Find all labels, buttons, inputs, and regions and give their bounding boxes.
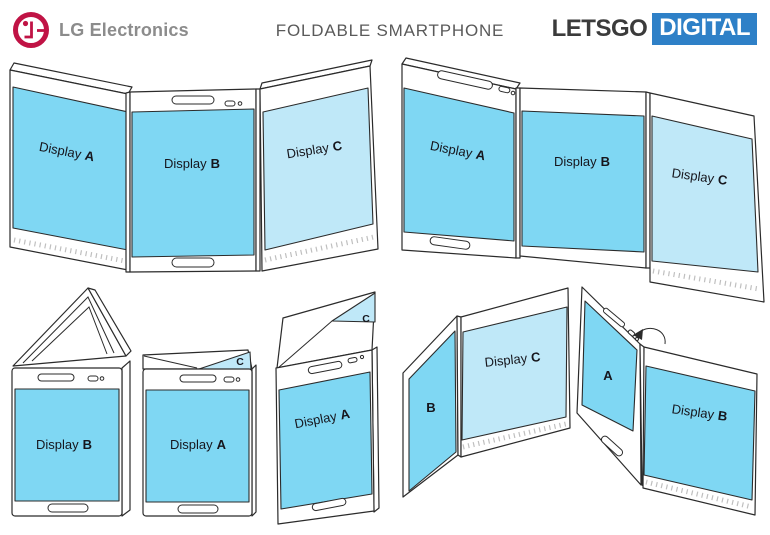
label-display-a: A — [603, 368, 613, 383]
bezel-hatching — [652, 268, 760, 292]
display-a-screen — [581, 300, 638, 432]
tent-fold — [12, 287, 132, 367]
display-a-screen — [278, 371, 373, 510]
display-c-screen — [262, 87, 374, 251]
lg-face-icon — [13, 12, 49, 48]
display-b-screen — [14, 388, 120, 502]
camera-icon — [223, 376, 241, 383]
display-b-screen — [131, 108, 255, 258]
speaker-slot-icon — [437, 70, 493, 90]
letsgo-wordmark: LETSGO — [551, 15, 648, 42]
page-title: FOLDABLE SMARTPHONE — [275, 21, 505, 40]
camera-icon — [498, 85, 516, 96]
fold-arrow-icon — [633, 328, 666, 345]
home-button-icon — [429, 236, 471, 250]
home-button-icon — [171, 257, 215, 268]
display-a-screen — [12, 86, 129, 251]
speaker-slot-icon — [179, 374, 217, 383]
home-button-icon — [47, 503, 89, 513]
display-a-screen — [403, 87, 515, 242]
bezel-hatching — [13, 237, 126, 264]
lg-logo: LG Electronics — [12, 11, 189, 49]
home-button-icon — [311, 497, 347, 512]
display-c-screen — [651, 115, 759, 273]
camera-icon — [87, 375, 105, 382]
phone-side-face — [251, 364, 257, 517]
speaker-slot-icon — [307, 360, 343, 375]
speaker-slot-icon — [37, 373, 75, 382]
display-b-screen — [643, 365, 756, 501]
diagram-folding-flap-half-open: DisplayA C — [275, 291, 380, 525]
digital-wordmark: DIGITAL — [652, 13, 757, 45]
label-display-b: B — [426, 400, 435, 415]
label-display-c: C — [362, 313, 370, 325]
home-button-icon — [600, 435, 624, 457]
camera-icon — [347, 354, 365, 364]
home-button-icon — [177, 504, 219, 514]
display-b-screen — [521, 110, 645, 253]
display-c-screen — [461, 306, 568, 441]
phone-side-face — [121, 360, 131, 517]
speaker-slot-icon — [602, 307, 626, 328]
hinge — [515, 87, 521, 259]
display-b-screen — [408, 330, 457, 492]
label-display-c: C — [236, 356, 244, 368]
header: LG Electronics FOLDABLE SMARTPHONE LETSG… — [0, 0, 770, 62]
hinge — [255, 88, 261, 272]
display-c-corner — [331, 292, 376, 323]
flap-fold — [142, 349, 253, 370]
camera-icon — [224, 100, 243, 107]
letsgo-digital-logo: LETSGO DIGITAL — [552, 13, 757, 45]
speaker-slot-icon — [171, 95, 215, 105]
bezel-hatching — [462, 421, 567, 450]
display-a-screen — [145, 389, 250, 503]
lg-brand-text: LG Electronics — [59, 19, 189, 40]
